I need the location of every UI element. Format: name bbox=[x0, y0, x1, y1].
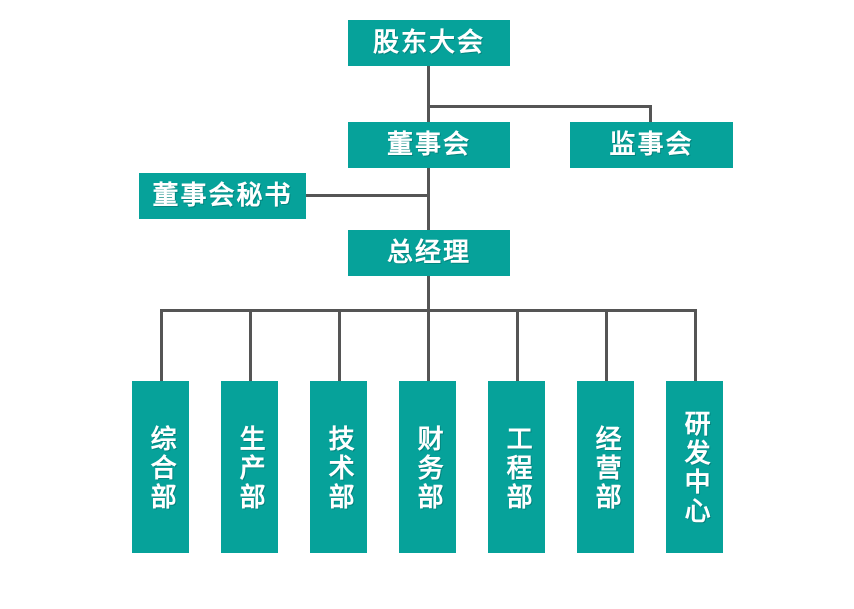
node-department-zonghe[interactable]: 综合部 bbox=[132, 381, 189, 553]
connector-drop-dept-2 bbox=[249, 309, 252, 382]
node-department-caiwu[interactable]: 财务部 bbox=[399, 381, 456, 553]
node-department-jishu[interactable]: 技术部 bbox=[310, 381, 367, 553]
node-board-secretary[interactable]: 董事会秘书 bbox=[139, 173, 306, 219]
node-label: 工程部 bbox=[502, 424, 533, 512]
connector-tier2-bus bbox=[427, 105, 652, 108]
node-label: 生产部 bbox=[235, 424, 266, 512]
node-label: 董事会秘书 bbox=[152, 181, 293, 211]
node-label: 研发中心 bbox=[680, 410, 711, 526]
node-department-gongcheng[interactable]: 工程部 bbox=[488, 381, 545, 553]
connector-drop-dept-3 bbox=[338, 309, 341, 382]
node-label: 财务部 bbox=[413, 424, 444, 512]
node-label: 总经理 bbox=[386, 238, 471, 268]
connector-to-board-of-supervisors bbox=[649, 105, 652, 125]
connector-drop-dept-4 bbox=[427, 309, 430, 382]
connector-general-manager-down bbox=[427, 276, 430, 312]
node-label: 董事会 bbox=[386, 130, 471, 160]
node-shareholders-meeting[interactable]: 股东大会 bbox=[348, 20, 510, 66]
node-label: 综合部 bbox=[146, 424, 177, 512]
node-label: 监事会 bbox=[609, 130, 694, 160]
node-department-jingying[interactable]: 经营部 bbox=[577, 381, 634, 553]
node-board-of-directors[interactable]: 董事会 bbox=[348, 122, 510, 168]
connector-drop-dept-5 bbox=[516, 309, 519, 382]
connector-board-to-general-manager bbox=[427, 168, 430, 230]
node-label: 技术部 bbox=[324, 424, 355, 512]
node-label: 经营部 bbox=[591, 424, 622, 512]
connector-shareholders-down bbox=[427, 66, 430, 107]
node-label: 股东大会 bbox=[372, 28, 485, 58]
connector-to-board-of-directors bbox=[427, 105, 430, 125]
node-department-shengchan[interactable]: 生产部 bbox=[221, 381, 278, 553]
node-general-manager[interactable]: 总经理 bbox=[348, 230, 510, 276]
node-department-yanfa-center[interactable]: 研发中心 bbox=[666, 381, 723, 553]
connector-board-secretary bbox=[305, 194, 430, 197]
node-board-of-supervisors[interactable]: 监事会 bbox=[570, 122, 733, 168]
connector-drop-dept-1 bbox=[160, 309, 163, 382]
connector-drop-dept-7 bbox=[694, 309, 697, 382]
connector-drop-dept-6 bbox=[605, 309, 608, 382]
